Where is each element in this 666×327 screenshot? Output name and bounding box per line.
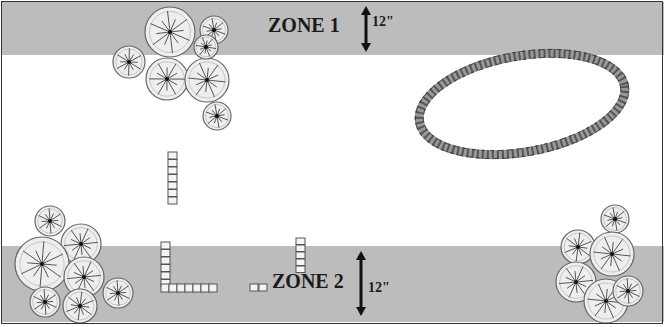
dimension-label: 12": [372, 14, 394, 30]
wall-section: [161, 284, 217, 292]
tree: [30, 287, 60, 317]
wall-section: [250, 284, 267, 291]
dimension-arrow: [356, 251, 366, 316]
zone-label: ZONE 1: [268, 14, 340, 37]
tree: [145, 7, 195, 57]
tree: [590, 232, 634, 276]
wall-section: [296, 238, 305, 273]
tree: [561, 230, 595, 264]
tree: [35, 206, 65, 236]
tree: [194, 35, 218, 59]
dimension-arrow: [361, 6, 371, 52]
tree: [613, 276, 643, 306]
dimension-label: 12": [368, 280, 390, 296]
wall-section: [161, 242, 170, 287]
tree: [113, 46, 145, 78]
rock-ring: [407, 34, 638, 174]
wall-section: [168, 152, 177, 204]
zone-label: ZONE 2: [272, 270, 344, 293]
tree: [103, 278, 133, 308]
tree: [601, 205, 629, 233]
tree: [146, 58, 188, 100]
tree: [203, 102, 231, 130]
tree: [15, 237, 69, 291]
tree: [63, 289, 97, 323]
tree: [185, 58, 229, 102]
